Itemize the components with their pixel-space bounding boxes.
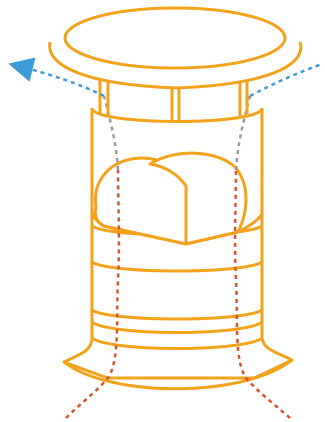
cap-top xyxy=(65,8,285,68)
cap-disc xyxy=(50,8,301,88)
flared-base xyxy=(64,338,292,378)
inner-flow-left xyxy=(104,96,118,170)
chimney-pipe-top-rim xyxy=(92,108,262,122)
